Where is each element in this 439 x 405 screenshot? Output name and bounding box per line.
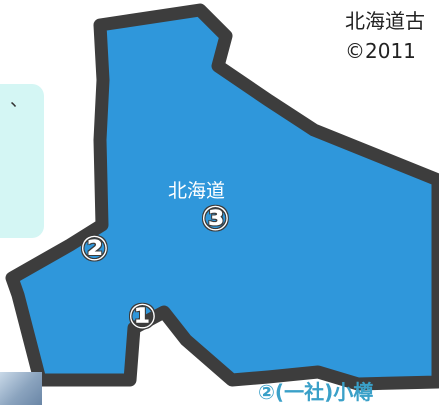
credit-line-2: ©2011 (345, 39, 416, 63)
bottom-title: ②(一社)小樽 (258, 380, 374, 404)
map-credit: 北海道古 ©2011 (345, 6, 439, 66)
marker-2: ② (80, 229, 109, 269)
credit-line-1: 北海道古 (345, 9, 425, 33)
callout-text: 、 (10, 90, 28, 111)
corner-photo (0, 372, 42, 405)
marker-1: ① (128, 297, 157, 337)
region-label-hokkaido: 北海道 (168, 180, 226, 202)
callout-box: 、 (0, 84, 44, 238)
hokkaido-shape (5, 3, 439, 391)
marker-3: ③ (201, 199, 230, 239)
